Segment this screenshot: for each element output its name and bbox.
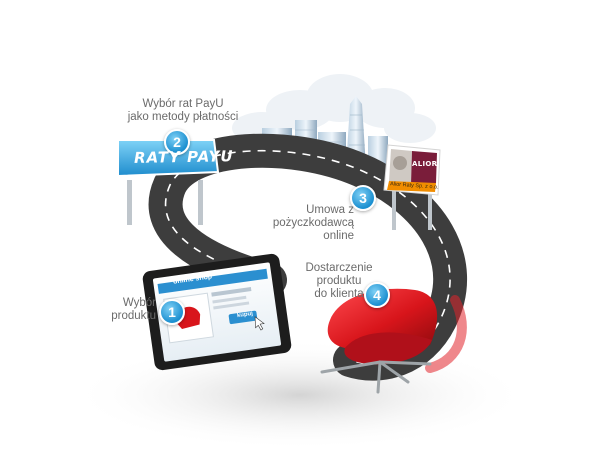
red-chair xyxy=(320,288,438,394)
payu-sign-brand: RATY PAYU xyxy=(133,147,234,167)
step-3-badge: 3 xyxy=(350,185,376,211)
tablet xyxy=(142,253,292,371)
step-2-label: Wybór rat PayU jako metody płatności xyxy=(127,98,239,123)
ground-shadow xyxy=(70,340,530,450)
step-4-badge: 4 xyxy=(364,282,390,308)
step-4-label: Dostarczenie produktu do klienta xyxy=(305,262,373,300)
alior-sign-brand: ALIOR xyxy=(412,160,438,168)
step-1-badge: 1 xyxy=(159,299,185,325)
step-1-label: Wybór produktu xyxy=(111,297,156,322)
alior-sign xyxy=(383,144,441,230)
step-3-label: Umowa z pożyczkodawcą online xyxy=(272,204,354,242)
step-2-badge: 2 xyxy=(164,129,190,155)
